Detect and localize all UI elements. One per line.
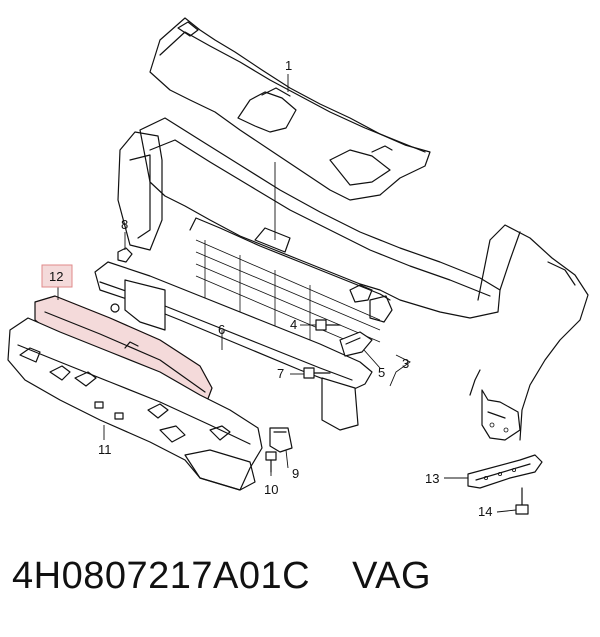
brand-name: VAG	[352, 555, 432, 597]
callout-3: 3	[402, 356, 409, 371]
callout-7: 7	[277, 366, 284, 381]
callout-6: 6	[218, 322, 225, 337]
callout-4: 4	[290, 317, 297, 332]
leader-lines	[57, 74, 517, 513]
callout-9: 9	[292, 466, 299, 481]
part-13-guide-bracket	[467, 454, 543, 489]
part-11-energy-absorber	[7, 317, 263, 491]
callout-8: 8	[121, 217, 128, 232]
right-fender	[469, 224, 589, 441]
part-4-bolt	[315, 319, 341, 331]
part-1-cowl-cover	[149, 17, 431, 201]
part-9-bracket	[269, 427, 293, 453]
callout-1: 1	[285, 58, 292, 73]
part-8-clip	[117, 247, 133, 263]
part-5-bracket	[339, 331, 373, 357]
callout-12: 12	[49, 269, 63, 284]
callout-5: 5	[378, 365, 385, 380]
part-14-screw	[515, 487, 529, 515]
part-6-bumper-carrier	[94, 261, 373, 431]
callout-13: 13	[425, 471, 439, 486]
part-7-bolt	[303, 367, 331, 379]
part-10-bolt	[265, 451, 277, 473]
footer-caption: 4H0807217A01C VAG	[12, 555, 592, 615]
exploded-parts-diagram: 1 3 4 5 6 7 8 9 10 11 12 13 14	[7, 17, 589, 519]
callout-11: 11	[98, 442, 112, 457]
front-structure	[117, 117, 501, 347]
part-number: 4H0807217A01C	[12, 555, 311, 597]
callout-14: 14	[478, 504, 492, 519]
callout-12-box	[41, 264, 73, 288]
callout-10: 10	[264, 482, 278, 497]
